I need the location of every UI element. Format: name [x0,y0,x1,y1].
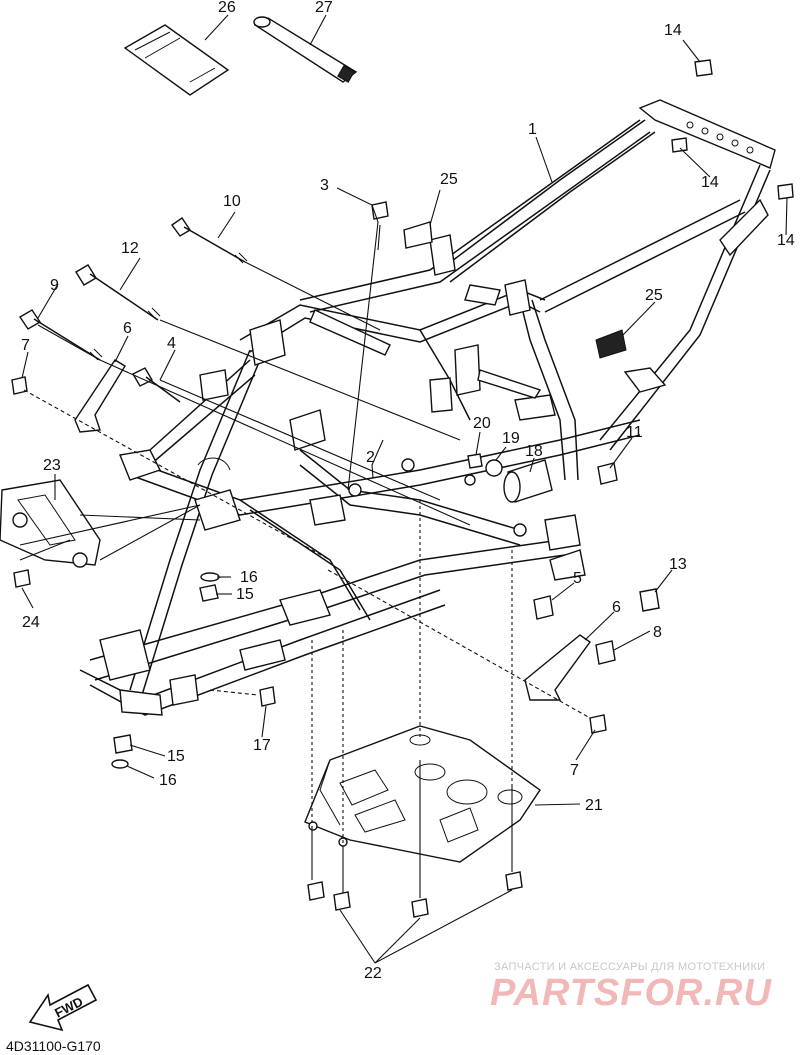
part-18-bushing [503,459,553,503]
part-6-bracket-b [524,634,591,701]
part-17-bolt [259,686,276,707]
part-5-nut [533,595,554,620]
callout-8: 8 [653,624,662,641]
callout-15b: 15 [167,748,185,765]
callout-17: 17 [253,737,271,754]
callout-7a: 7 [21,337,30,354]
part-13-nut [639,588,660,612]
callout-10: 10 [223,193,241,210]
callout-19: 19 [502,430,520,447]
watermark-tagline: ЗАПЧАСТИ И АКСЕССУАРЫ ДЛЯ МОТОТЕХНИКИ [494,961,766,973]
callout-16a: 16 [240,569,258,586]
callout-20: 20 [473,415,491,432]
callout-13: 13 [669,556,687,573]
part-19-washer [485,459,503,477]
part-24-bolt [13,569,31,588]
callout-3: 3 [320,177,329,194]
callout-numbers: 1 2 3 4 5 6 6 7 7 8 9 10 11 12 13 14 14 … [21,0,795,982]
callout-7b: 7 [570,762,579,779]
callout-24: 24 [22,614,40,631]
leader-lines [19,14,788,964]
part-16-oring-a [200,572,220,582]
callout-4: 4 [167,335,176,352]
part-15-plug-a [199,584,219,602]
callout-16b: 16 [159,772,177,789]
part-22-bolt-c [411,898,429,918]
part-22-bolt-d [505,871,523,891]
part-25-block-a [403,221,433,249]
part-11-nut [597,462,618,485]
callout-6b: 6 [612,599,621,616]
part-23-mount [0,479,101,568]
callout-9: 9 [50,277,59,294]
callout-5: 5 [573,570,582,587]
forward-arrow-icon: FWD [28,983,98,1032]
part-15-plug-b [113,734,133,754]
part-22-bolt-b [333,891,351,911]
main-frame [79,99,776,716]
part-22-bolt-a [307,881,325,901]
part-14-cap-c [777,183,794,200]
part-7-nut-a [11,376,28,395]
part-16-oring-b [111,759,129,769]
part-9-bolt [19,309,103,361]
part-26-decal [123,24,230,96]
callout-6a: 6 [123,320,132,337]
part-7-nut-b [589,714,607,734]
callout-18: 18 [525,443,543,460]
callout-15a: 15 [236,586,254,603]
drawing-code: 4D31100-G170 [6,1038,101,1054]
callout-12: 12 [121,240,139,257]
part-27-tool [253,16,358,83]
callout-27: 27 [315,0,333,16]
watermark-brand: PARTSFOR.RU [490,972,772,1014]
callout-25a: 25 [440,171,458,188]
part-14-cap-a [694,59,713,77]
callout-25b: 25 [645,287,663,304]
part-21-skid-plate [304,725,541,863]
part-8-nut [595,640,616,665]
callout-22: 22 [364,965,382,982]
callout-23: 23 [43,457,61,474]
callout-21: 21 [585,797,603,814]
callout-11: 11 [626,424,643,441]
part-12-bolt [75,264,161,321]
part-14-cap-b [671,137,688,153]
part-10-bolt [171,217,248,264]
callout-14b: 14 [701,174,719,191]
callout-14a: 14 [664,22,682,39]
callout-26: 26 [218,0,236,16]
callout-2: 2 [366,449,375,466]
fwd-label: FWD [52,994,85,1021]
callout-14c: 14 [777,232,795,249]
part-6-bracket-a [74,359,126,433]
part-20-nut [467,453,483,469]
part-25-block-b [595,329,627,359]
callout-1: 1 [528,121,537,138]
